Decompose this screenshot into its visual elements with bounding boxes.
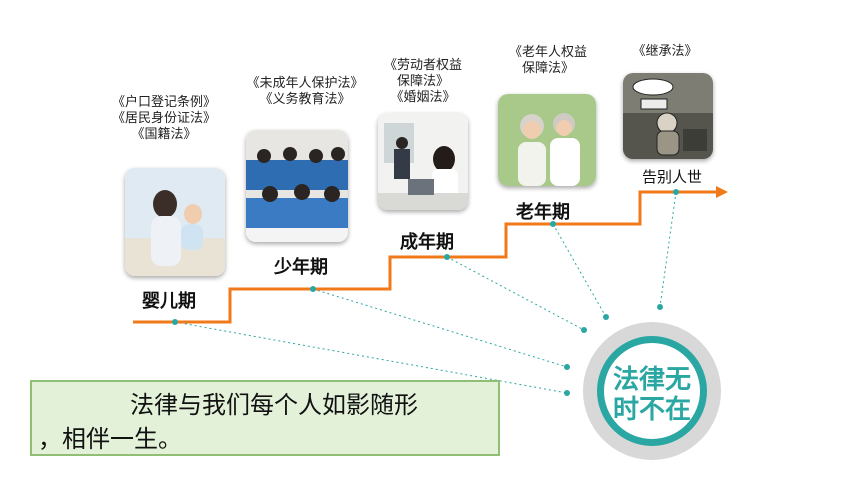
law-list-youth: 《未成年人保护法》 《义务教育法》 (246, 76, 364, 107)
timeline-dots (172, 189, 679, 396)
summary-line-1: 法律与我们每个人如影随形 (130, 391, 418, 419)
stage-label-adult: 成年期 (400, 232, 454, 253)
law-list-adult: 《劳动者权益 保障法》 《婚姻法》 (383, 58, 462, 105)
law-list-death: 《继承法》 (632, 44, 698, 59)
stage-label-infant: 婴儿期 (142, 291, 196, 312)
connector-youth (312, 288, 568, 368)
summary-note: 法律与我们每个人如影随形 ，相伴一生。 (30, 380, 500, 456)
stage-label-youth: 少年期 (274, 257, 328, 278)
connector-adult (446, 256, 585, 331)
badge-line-2: 时不在 (612, 395, 691, 425)
office-workers-photo (378, 113, 468, 210)
connector-elderly (552, 223, 607, 318)
elderly-couple-photo (498, 94, 596, 186)
timeline-arrow-head (716, 186, 728, 198)
badge-text: 法律无 时不在 (604, 365, 700, 425)
dotted-connectors (174, 191, 677, 394)
classroom-students-photo (246, 130, 348, 242)
stage-label-death: 告别人世 (642, 168, 703, 186)
cartoon-elder-photo (623, 73, 713, 159)
law-everywhere-badge: 法律无 时不在 (583, 322, 721, 460)
stage-label-elderly: 老年期 (516, 202, 570, 223)
badge-line-1: 法律无 (612, 365, 691, 395)
badge-ring: 法律无 时不在 (597, 336, 707, 446)
law-list-infant: 《户口登记条例》 《居民身份证法》 《国籍法》 (111, 95, 216, 142)
law-list-elderly: 《老年人权益 保障法》 (508, 45, 587, 76)
connector-death (659, 191, 677, 308)
mother-baby-photo (125, 168, 225, 276)
summary-line-2: ，相伴一生。 (38, 425, 182, 453)
connector-infant (174, 321, 568, 394)
